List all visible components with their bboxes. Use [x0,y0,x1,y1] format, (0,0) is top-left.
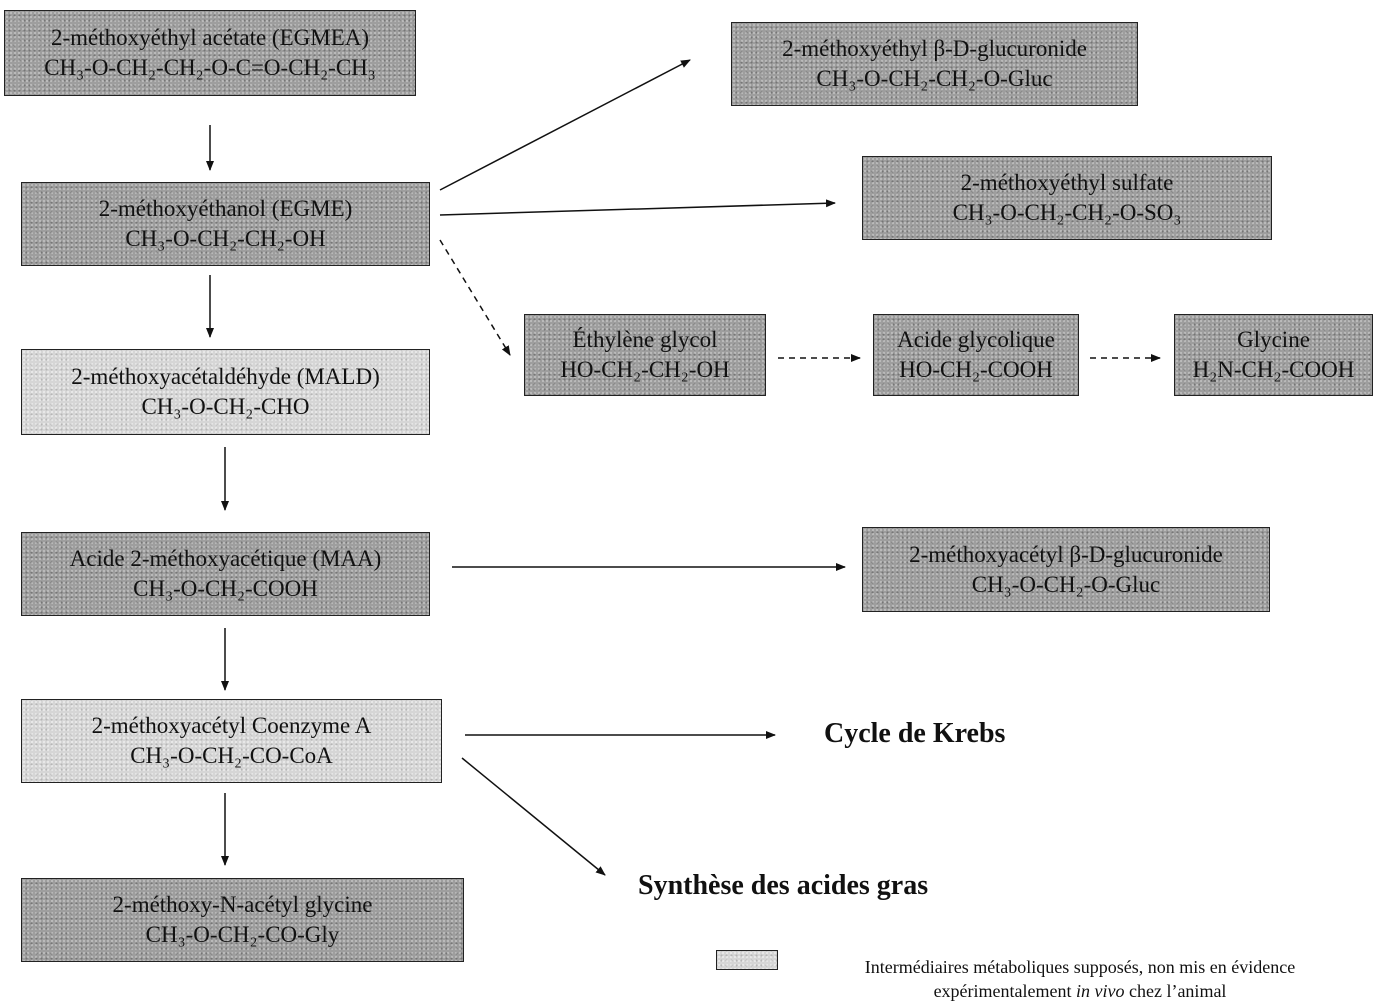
node-egmea: 2-méthoxyéthyl acétate (EGMEA) CH₃-O-CH₂… [4,10,416,96]
node-coa: 2-méthoxyacétyl Coenzyme A CH₃-O-CH₂-CO-… [21,699,442,783]
node-mald-formula: CH₃-O-CH₂-CHO [141,394,310,419]
arrow-egme-to-ethylene-glycol [439,239,511,356]
arrow-coa-to-fatty-acids [461,757,606,876]
node-egme-sulfate: 2-méthoxyéthyl sulfate CH₃-O-CH₂-CH₂-O-S… [862,156,1272,240]
node-glycolic-acid-name: Acide glycolique [897,327,1055,352]
node-glycine-conjugate: 2-méthoxy-N-acétyl glycine CH₃-O-CH₂-CO-… [21,878,464,962]
node-glycolic-acid-formula: HO-CH₂-COOH [899,357,1053,382]
arrow-egme-to-glucuronide [439,59,691,191]
node-maa-glucuronide-formula: CH₃-O-CH₂-O-Gluc [971,571,1161,597]
node-coa-name: 2-méthoxyacétyl Coenzyme A [91,713,372,738]
node-glycine-conjugate-name: 2-méthoxy-N-acétyl glycine [112,892,373,917]
node-egme-sulfate-name: 2-méthoxyéthyl sulfate [960,170,1174,195]
node-mald-name: 2-méthoxyacétaldéhyde (MALD) [71,364,380,389]
node-egme-glucuronide-name: 2-méthoxyéthyl β-D-glucuronide [782,36,1087,61]
node-mald: 2-méthoxyacétaldéhyde (MALD) CH₃-O-CH₂-C… [21,349,430,435]
node-glycine-conjugate-formula: CH₃-O-CH₂-CO-Gly [145,922,340,947]
legend-line-2-prefix: expérimentalement [933,981,1076,1001]
node-glycine: Glycine H₂N-CH₂-COOH [1174,314,1373,396]
legend-swatch [716,950,778,970]
node-glycine-name: Glycine [1237,327,1310,352]
node-glycine-formula: H₂N-CH₂-COOH [1192,357,1355,382]
node-maa-glucuronide: 2-méthoxyacétyl β-D-glucuronide CH₃-O-CH… [862,527,1270,612]
node-ethylene-glycol: Éthylène glycol HO-CH₂-CH₂-OH [524,314,766,396]
node-coa-formula: CH₃-O-CH₂-CO-CoA [130,743,333,768]
node-maa-glucuronide-name: 2-méthoxyacétyl β-D-glucuronide [909,541,1223,567]
outcome-krebs-cycle: Cycle de Krebs [824,718,1006,749]
node-egme: 2-méthoxyéthanol (EGME) CH₃-O-CH₂-CH₂-OH [21,182,430,266]
node-ethylene-glycol-formula: HO-CH₂-CH₂-OH [560,357,730,382]
legend-text: Intermédiaires métaboliques supposés, no… [800,955,1360,1003]
node-egme-formula: CH₃-O-CH₂-CH₂-OH [125,226,326,251]
node-maa-name: Acide 2-méthoxyacétique (MAA) [69,546,382,571]
node-egme-sulfate-formula: CH₃-O-CH₂-CH₂-O-SO₃ [952,200,1182,225]
legend-line-2-suffix: chez l’animal [1124,981,1227,1001]
node-ethylene-glycol-name: Éthylène glycol [572,327,718,352]
node-glycolic-acid: Acide glycolique HO-CH₂-COOH [873,314,1079,396]
legend-line-1: Intermédiaires métaboliques supposés, no… [864,957,1296,977]
node-maa-formula: CH₃-O-CH₂-COOH [133,576,318,601]
outcome-fatty-acid-synthesis: Synthèse des acides gras [638,870,929,901]
node-maa: Acide 2-méthoxyacétique (MAA) CH₃-O-CH₂-… [21,532,430,616]
arrow-egme-to-sulfate [439,199,836,216]
node-egmea-name: 2-méthoxyéthyl acétate (EGMEA) [50,25,370,50]
node-egmea-formula: CH₃-O-CH₂-CH₂-O-C=O-CH₂-CH₃ [44,55,376,80]
legend-line-2-italic: in vivo [1076,981,1125,1001]
node-egme-glucuronide: 2-méthoxyéthyl β-D-glucuronide CH₃-O-CH₂… [731,22,1138,106]
node-egme-name: 2-méthoxyéthanol (EGME) [98,196,353,221]
node-egme-glucuronide-formula: CH₃-O-CH₂-CH₂-O-Gluc [816,66,1053,91]
